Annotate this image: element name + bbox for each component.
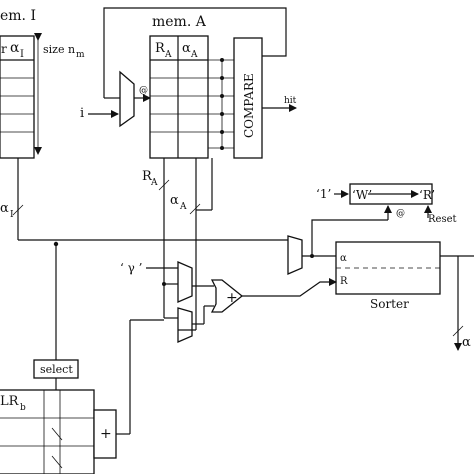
ra-bus-label: R (142, 169, 153, 184)
compare-wires (208, 58, 234, 150)
alpha-i-bus-label: α (0, 201, 9, 216)
mem-i-col-label: α (10, 40, 20, 56)
sorter-r: R (340, 276, 348, 287)
gamma-label: ‘ γ ’ (120, 261, 142, 275)
mem-a-block (149, 35, 209, 159)
adder-path: ‘ γ ’ + (120, 261, 337, 343)
size-indicator: size n m (34, 33, 85, 155)
compare-block: COMPARE hit (233, 37, 297, 159)
size-sub: m (76, 50, 85, 60)
mem-a-title: mem. A (152, 14, 207, 30)
top-feedback-wire (103, 7, 287, 98)
at-symbol-mem-a: @ (139, 86, 148, 96)
bottom-section: select LR b + (0, 319, 164, 474)
mem-a-col1-sub: A (164, 50, 172, 60)
sorter-input-mux (287, 235, 336, 275)
sorter-label: Sorter (370, 297, 409, 311)
mem-a-col2: α (182, 41, 191, 56)
select-label: select (40, 363, 73, 376)
hit-label: hit (284, 96, 297, 106)
alpha-a-bus-sub: A (179, 202, 187, 212)
adder-plus: + (226, 290, 238, 306)
mem-a-col1: R (155, 41, 166, 56)
lrb-sub: b (20, 403, 26, 413)
alpha-i-bus: α I (0, 158, 288, 360)
mem-a-col2-sub: A (190, 50, 198, 60)
mem-a-output-buses: R A α A (142, 158, 213, 304)
quote-r-label: ‘R’ (419, 188, 435, 202)
alpha-out-label: α (462, 335, 471, 350)
memory-i: em. I r α I (0, 8, 36, 159)
quote-1-label: ‘1’ (316, 187, 331, 201)
input-i-label: i (80, 106, 84, 121)
quote-w-label: ‘W’ (352, 188, 372, 202)
size-label: size n (43, 43, 75, 56)
wr-register: ‘1’ ‘W’ ‘R’ @ Reset (311, 183, 457, 256)
mem-i-title: em. I (0, 8, 36, 24)
alpha-i-bus-sub: I (10, 210, 14, 220)
compare-label: COMPARE (242, 73, 256, 138)
sorter-block: α R Sorter α (335, 241, 474, 351)
sorter-alpha: α (340, 253, 347, 264)
alpha-a-bus-label: α (170, 193, 179, 208)
mem-i-col-sub: I (20, 49, 24, 60)
memory-a: mem. A R A α A (149, 14, 209, 159)
address-mux: @ i (80, 70, 151, 128)
reg-at-label: @ (396, 209, 405, 219)
mem-i-first-col: r (1, 42, 7, 56)
ra-bus-sub: A (150, 178, 158, 188)
bottom-plus: + (100, 426, 112, 442)
lrb-label: LR (0, 394, 20, 409)
reset-label: Reset (428, 214, 457, 225)
